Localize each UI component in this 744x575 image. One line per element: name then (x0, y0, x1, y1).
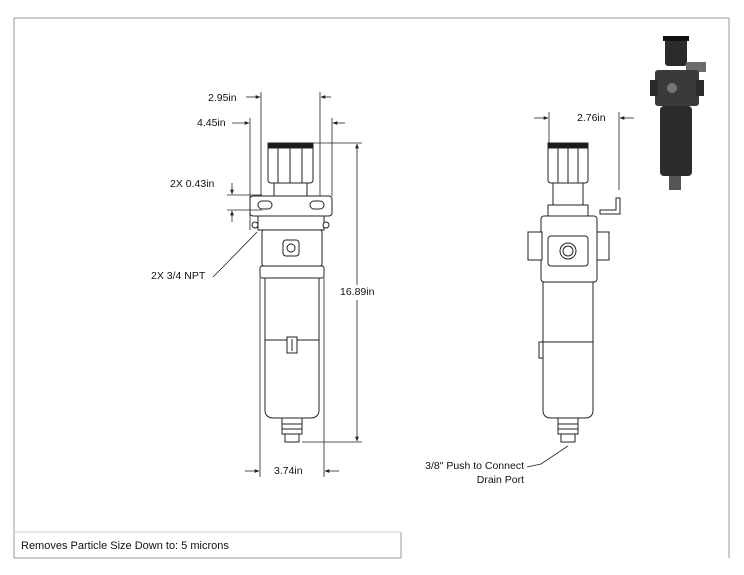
front-view-drawing (249, 142, 333, 443)
dim-hole-0-43in: 2X 0.43in (170, 178, 215, 190)
dim-2-95in: 2.95in (208, 92, 237, 104)
dim-3-74in: 3.74in (274, 465, 303, 477)
drain-port-label-line1: 3/8" Push to Connect (425, 460, 524, 472)
sheet-border (13, 17, 730, 559)
dim-2-76in: 2.76in (577, 112, 606, 124)
drain-port-label-line2: Drain Port (476, 474, 524, 486)
dim-4-45in: 4.45in (197, 117, 226, 129)
port-npt-label: 2X 3/4 NPT (151, 270, 206, 282)
side-view-dimensions (526, 112, 634, 468)
dim-16-89in: 16.89in (340, 286, 375, 298)
side-view-drawing (527, 142, 621, 443)
front-view-dimensions (212, 92, 362, 477)
product-thumbnail (650, 36, 706, 190)
footer-note: Removes Particle Size Down to: 5 microns (21, 540, 229, 552)
